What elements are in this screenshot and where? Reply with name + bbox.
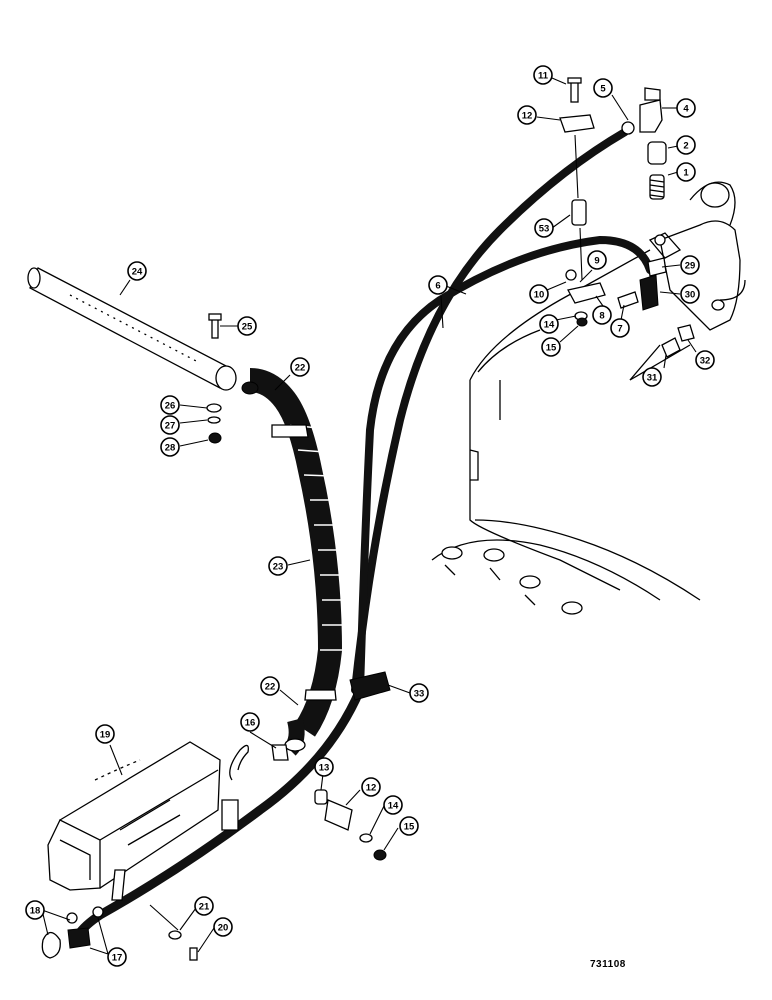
- heater-box: [41, 741, 249, 961]
- callout-22-upper: 22: [290, 357, 310, 377]
- svg-text:22: 22: [265, 682, 276, 693]
- svg-text:53: 53: [539, 224, 550, 235]
- callout-18: 18: [25, 900, 45, 920]
- svg-text:10: 10: [534, 290, 545, 301]
- callout-24: 24: [127, 261, 147, 281]
- svg-text:24: 24: [132, 267, 143, 278]
- drawing-number: 731108: [590, 959, 626, 970]
- engine-block-outline: [431, 181, 746, 615]
- svg-text:31: 31: [647, 373, 658, 384]
- callout-26: 26: [160, 395, 180, 415]
- svg-text:12: 12: [522, 111, 533, 122]
- svg-text:30: 30: [685, 290, 696, 301]
- callout-12-lower: 12: [361, 777, 381, 797]
- callout-30: 30: [680, 284, 700, 304]
- svg-text:28: 28: [165, 443, 176, 454]
- svg-text:22: 22: [295, 363, 306, 374]
- corrugated-duct: [241, 368, 345, 756]
- svg-text:19: 19: [100, 730, 111, 741]
- svg-text:17: 17: [112, 953, 123, 964]
- callout-23: 23: [268, 556, 288, 576]
- callout-22-lower: 22: [260, 676, 280, 696]
- callout-19: 19: [95, 724, 115, 744]
- svg-text:4: 4: [683, 104, 689, 115]
- callout-14-lower: 14: [383, 795, 403, 815]
- callout-32: 32: [695, 350, 715, 370]
- callout-6: 6: [428, 275, 448, 295]
- hoses: [73, 128, 654, 940]
- callout-21: 21: [194, 896, 214, 916]
- callout-27: 27: [160, 415, 180, 435]
- svg-text:9: 9: [594, 256, 599, 267]
- svg-text:32: 32: [700, 356, 711, 367]
- svg-text:21: 21: [199, 902, 210, 913]
- svg-text:20: 20: [218, 923, 229, 934]
- callout-28: 28: [160, 437, 180, 457]
- leader-lines: [41, 77, 697, 955]
- callout-20: 20: [213, 917, 233, 937]
- svg-text:25: 25: [242, 322, 253, 333]
- callout-5: 5: [593, 78, 613, 98]
- svg-text:7: 7: [617, 324, 622, 335]
- callout-15-upper: 15: [541, 337, 561, 357]
- svg-text:11: 11: [538, 71, 549, 82]
- svg-text:27: 27: [165, 421, 176, 432]
- callout-15-lower: 15: [399, 816, 419, 836]
- upper-fittings: [559, 77, 667, 281]
- callout-13: 13: [314, 757, 334, 777]
- svg-text:2: 2: [683, 141, 688, 152]
- svg-text:14: 14: [388, 801, 399, 812]
- callout-25: 25: [237, 316, 257, 336]
- svg-text:33: 33: [414, 689, 425, 700]
- lower-hardware: [271, 744, 387, 861]
- callout-11: 11: [533, 65, 553, 85]
- callout-9: 9: [587, 250, 607, 270]
- callout-2: 2: [676, 135, 696, 155]
- callout-53: 53: [534, 218, 554, 238]
- defroster-tube: [27, 267, 237, 444]
- svg-text:15: 15: [404, 822, 415, 833]
- callout-29: 29: [680, 255, 700, 275]
- callout-4: 4: [676, 98, 696, 118]
- callout-8: 8: [592, 305, 612, 325]
- callout-14-upper: 14: [539, 314, 559, 334]
- svg-text:18: 18: [30, 906, 41, 917]
- callout-16: 16: [240, 712, 260, 732]
- callouts: 1 2 4 5 11 12 53 9 10 8 29 30 7 6 14 15 …: [25, 65, 715, 967]
- svg-text:26: 26: [165, 401, 176, 412]
- svg-text:6: 6: [435, 281, 440, 292]
- svg-text:8: 8: [599, 311, 604, 322]
- callout-17: 17: [107, 947, 127, 967]
- svg-text:15: 15: [546, 343, 557, 354]
- svg-text:1: 1: [683, 168, 689, 179]
- mid-fittings: [565, 257, 695, 358]
- callout-33: 33: [409, 683, 429, 703]
- callout-31: 31: [642, 367, 662, 387]
- callout-12-upper: 12: [517, 105, 537, 125]
- callout-10: 10: [529, 284, 549, 304]
- svg-text:13: 13: [319, 763, 330, 774]
- svg-text:23: 23: [273, 562, 284, 573]
- callout-7: 7: [610, 318, 630, 338]
- svg-text:12: 12: [366, 783, 377, 794]
- callout-1: 1: [676, 162, 696, 182]
- svg-text:14: 14: [544, 320, 555, 331]
- svg-text:5: 5: [600, 84, 606, 95]
- svg-text:29: 29: [685, 261, 696, 272]
- svg-text:16: 16: [245, 718, 256, 729]
